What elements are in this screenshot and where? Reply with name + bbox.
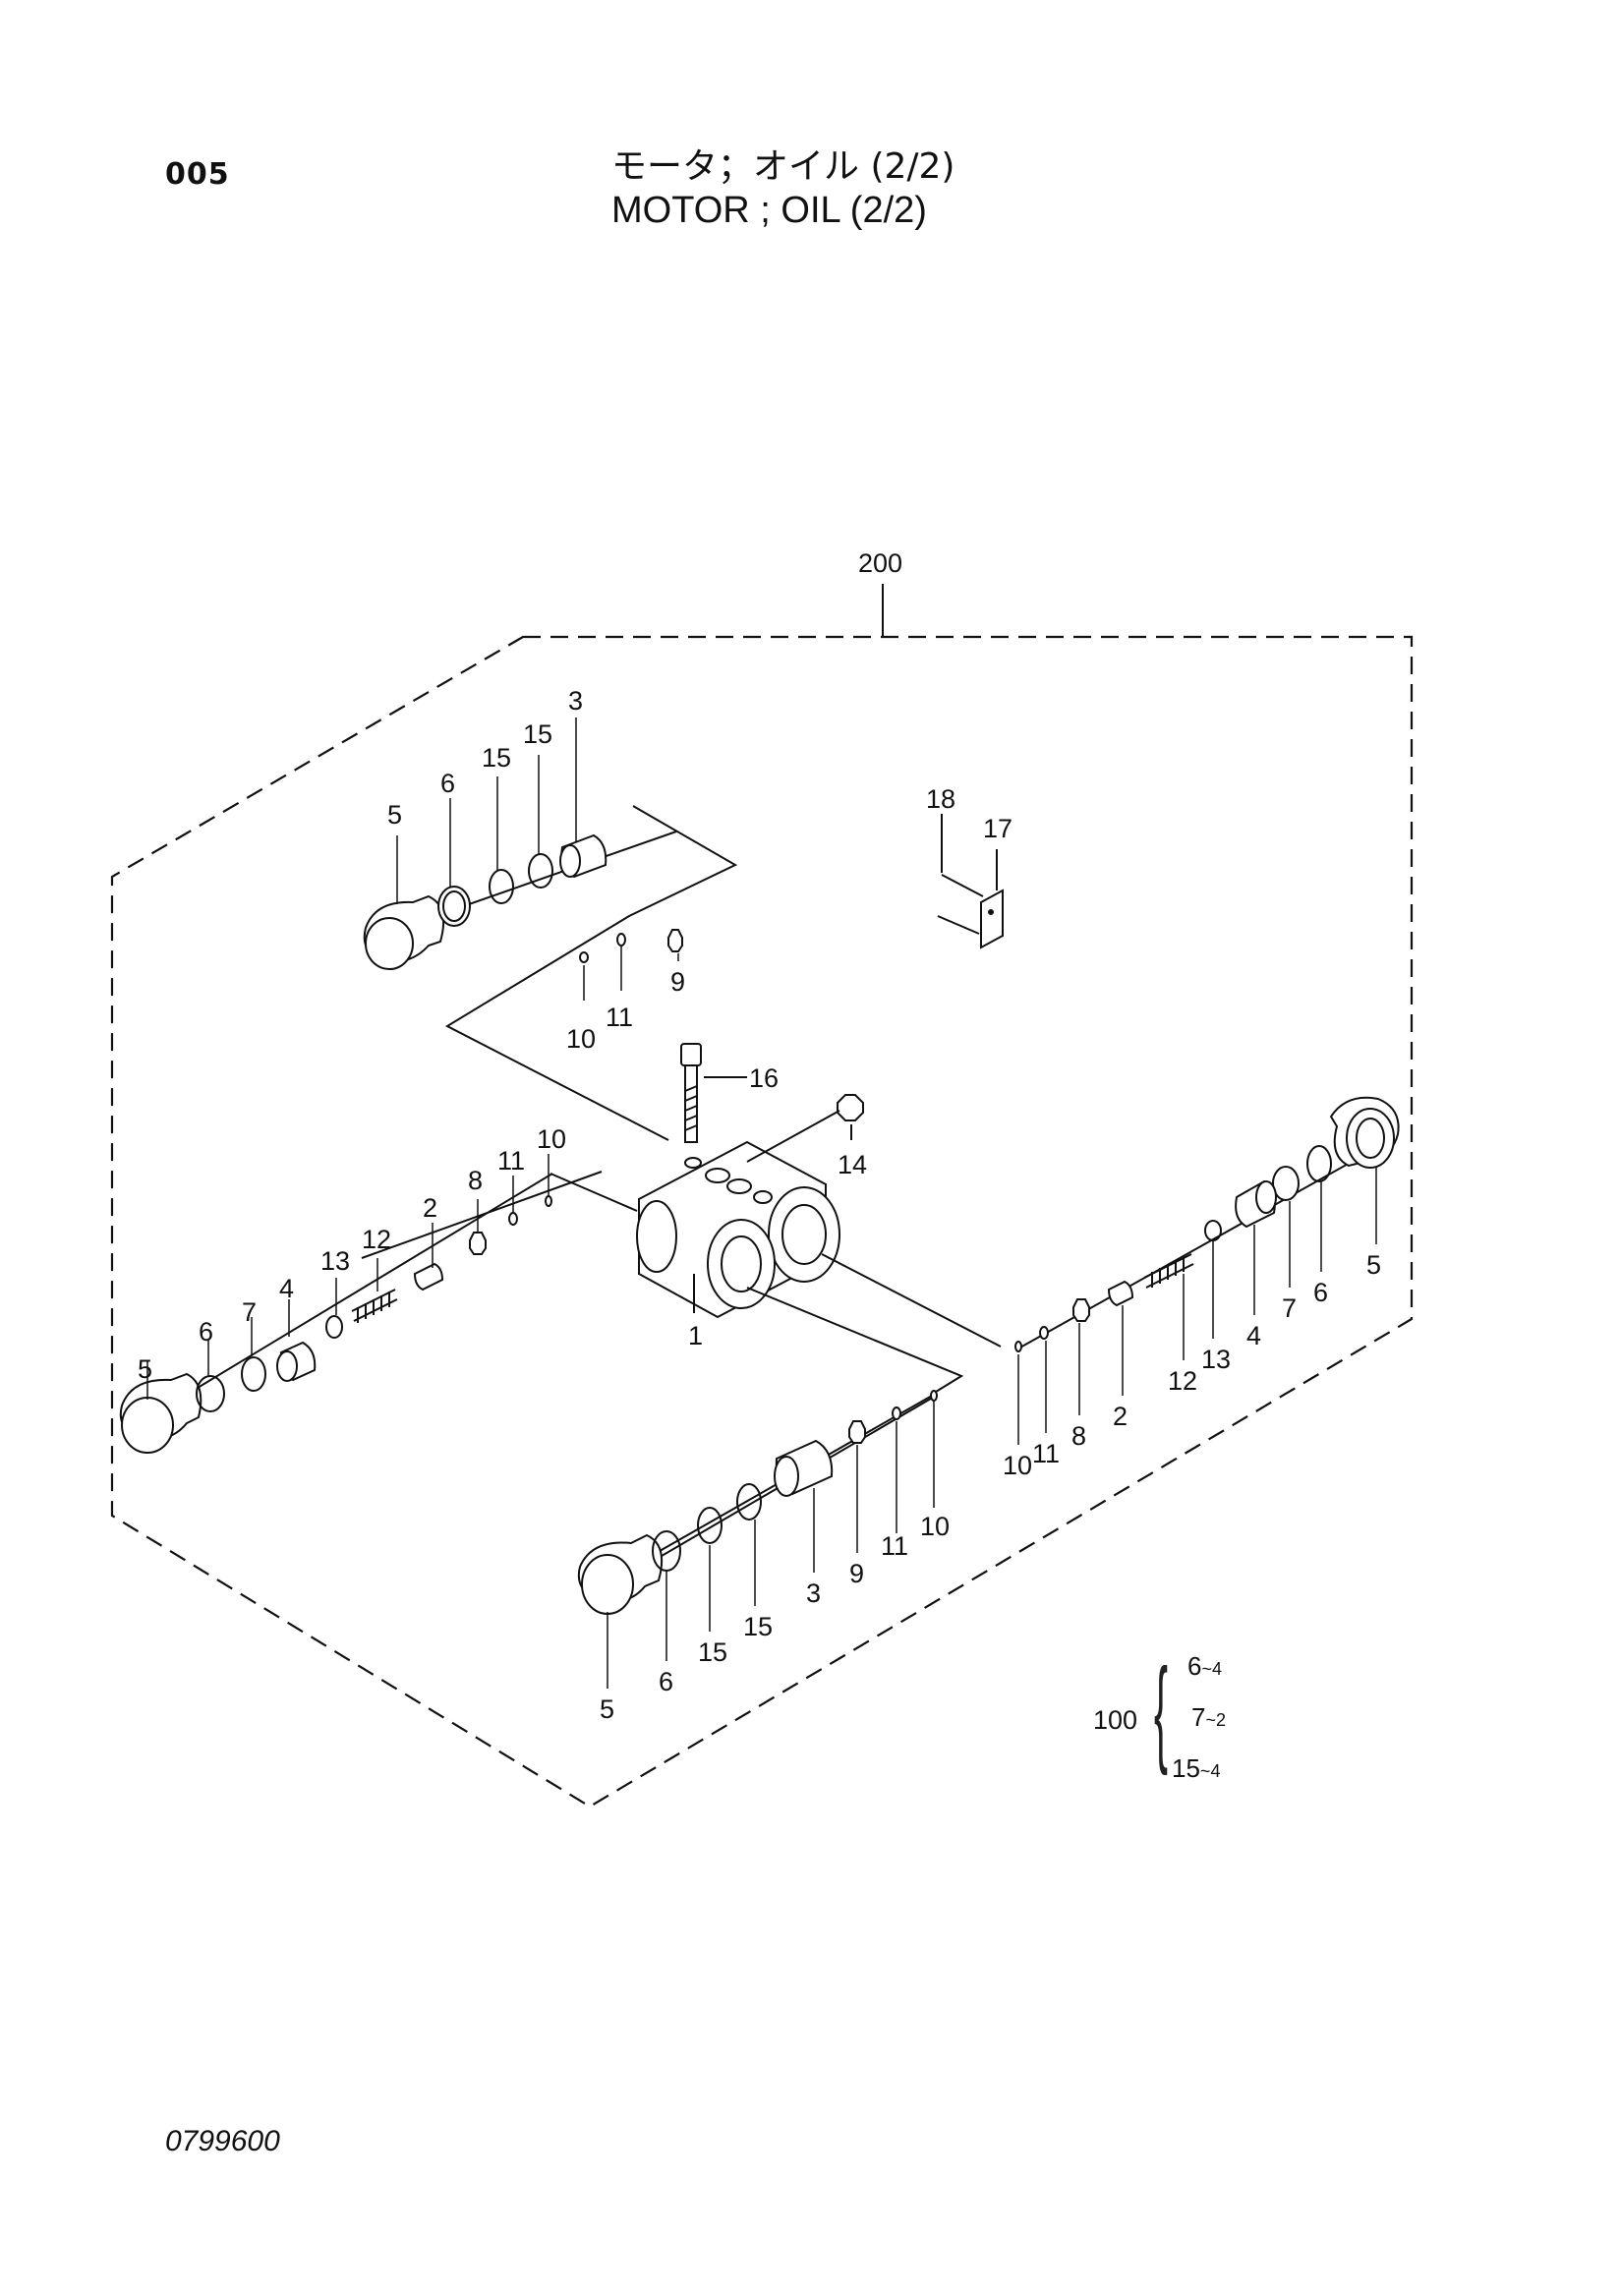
body-part: [636, 1140, 840, 1319]
callout-bottom-3: 3: [806, 1578, 821, 1608]
callout-top-10: 10: [566, 1024, 596, 1054]
callout-right-12: 12: [1168, 1366, 1197, 1396]
callout-right-7: 7: [1282, 1293, 1297, 1323]
callout-bottom-11: 11: [881, 1531, 908, 1561]
assembly-label: 200: [858, 548, 902, 578]
callout-left-11: 11: [497, 1146, 525, 1176]
nut-part: [746, 1094, 864, 1163]
callout-bottom-15a: 15: [698, 1637, 727, 1667]
kit-brace: {: [1154, 1644, 1169, 1776]
left-connection: [550, 1173, 638, 1212]
left-rod: [361, 1171, 603, 1259]
callout-left-6: 6: [199, 1317, 213, 1347]
callout-nut-14: 14: [838, 1150, 867, 1179]
callout-left-7: 7: [242, 1297, 257, 1327]
top-connection: [444, 805, 738, 1141]
right-valve-set: [1014, 1096, 1400, 1352]
callout-right-8: 8: [1071, 1421, 1086, 1451]
drawing-number: 0799600: [165, 2125, 280, 2157]
callout-bottom-9: 9: [849, 1559, 864, 1588]
top-valve-set: [363, 831, 683, 970]
kit-item: 6~4: [1187, 1651, 1222, 1681]
callout-top-15b: 15: [523, 719, 552, 749]
kit-id: 100: [1093, 1705, 1138, 1735]
callout-right-6: 6: [1313, 1278, 1328, 1307]
callout-top-11: 11: [606, 1003, 633, 1032]
kit-item: 7~2: [1191, 1702, 1226, 1732]
bottom-connection: [746, 1287, 964, 1393]
nameplate-part: [937, 814, 1004, 949]
callout-right-13: 13: [1201, 1345, 1231, 1374]
title-english: MOTOR ; OIL (2/2): [611, 190, 927, 231]
callout-right-5: 5: [1366, 1250, 1381, 1280]
bottom-valve-set: [577, 1390, 938, 1615]
left-valve-set: [119, 1173, 553, 1454]
callout-bottom-6: 6: [659, 1667, 673, 1696]
callout-top-3: 3: [568, 686, 583, 716]
callout-bolt-16: 16: [749, 1063, 779, 1093]
right-connection: [821, 1253, 1002, 1348]
assembly-boundary: [110, 635, 1414, 1808]
callout-bottom-10: 10: [920, 1512, 950, 1541]
callout-bottom-15b: 15: [743, 1612, 773, 1641]
callout-top-6: 6: [440, 769, 455, 798]
callout-bottom-5: 5: [600, 1694, 614, 1724]
callout-left-13: 13: [320, 1246, 350, 1276]
callout-screw-18: 18: [926, 784, 955, 814]
callout-left-2: 2: [423, 1193, 437, 1223]
callout-right-2: 2: [1113, 1402, 1128, 1431]
callout-right-10: 10: [1003, 1451, 1032, 1480]
callout-plate-17: 17: [983, 814, 1012, 843]
callout-left-8: 8: [468, 1166, 483, 1195]
kit-item: 15~4: [1172, 1753, 1221, 1783]
callout-right-4: 4: [1246, 1321, 1261, 1350]
bolt-part: [680, 1043, 747, 1143]
callout-top-9: 9: [670, 967, 685, 997]
callout-top-15a: 15: [482, 743, 511, 773]
callout-right-11: 11: [1032, 1439, 1060, 1468]
page-number: 005: [165, 157, 230, 192]
title-japanese: モータ；オイル (2/2): [611, 146, 955, 187]
callout-left-4: 4: [279, 1274, 294, 1303]
leader-lines: [146, 718, 1377, 1689]
callout-left-5: 5: [138, 1354, 152, 1384]
callout-top-5: 5: [387, 800, 402, 830]
callout-body-1: 1: [688, 1321, 703, 1350]
callout-left-10: 10: [537, 1124, 566, 1154]
callout-left-12: 12: [362, 1225, 391, 1254]
